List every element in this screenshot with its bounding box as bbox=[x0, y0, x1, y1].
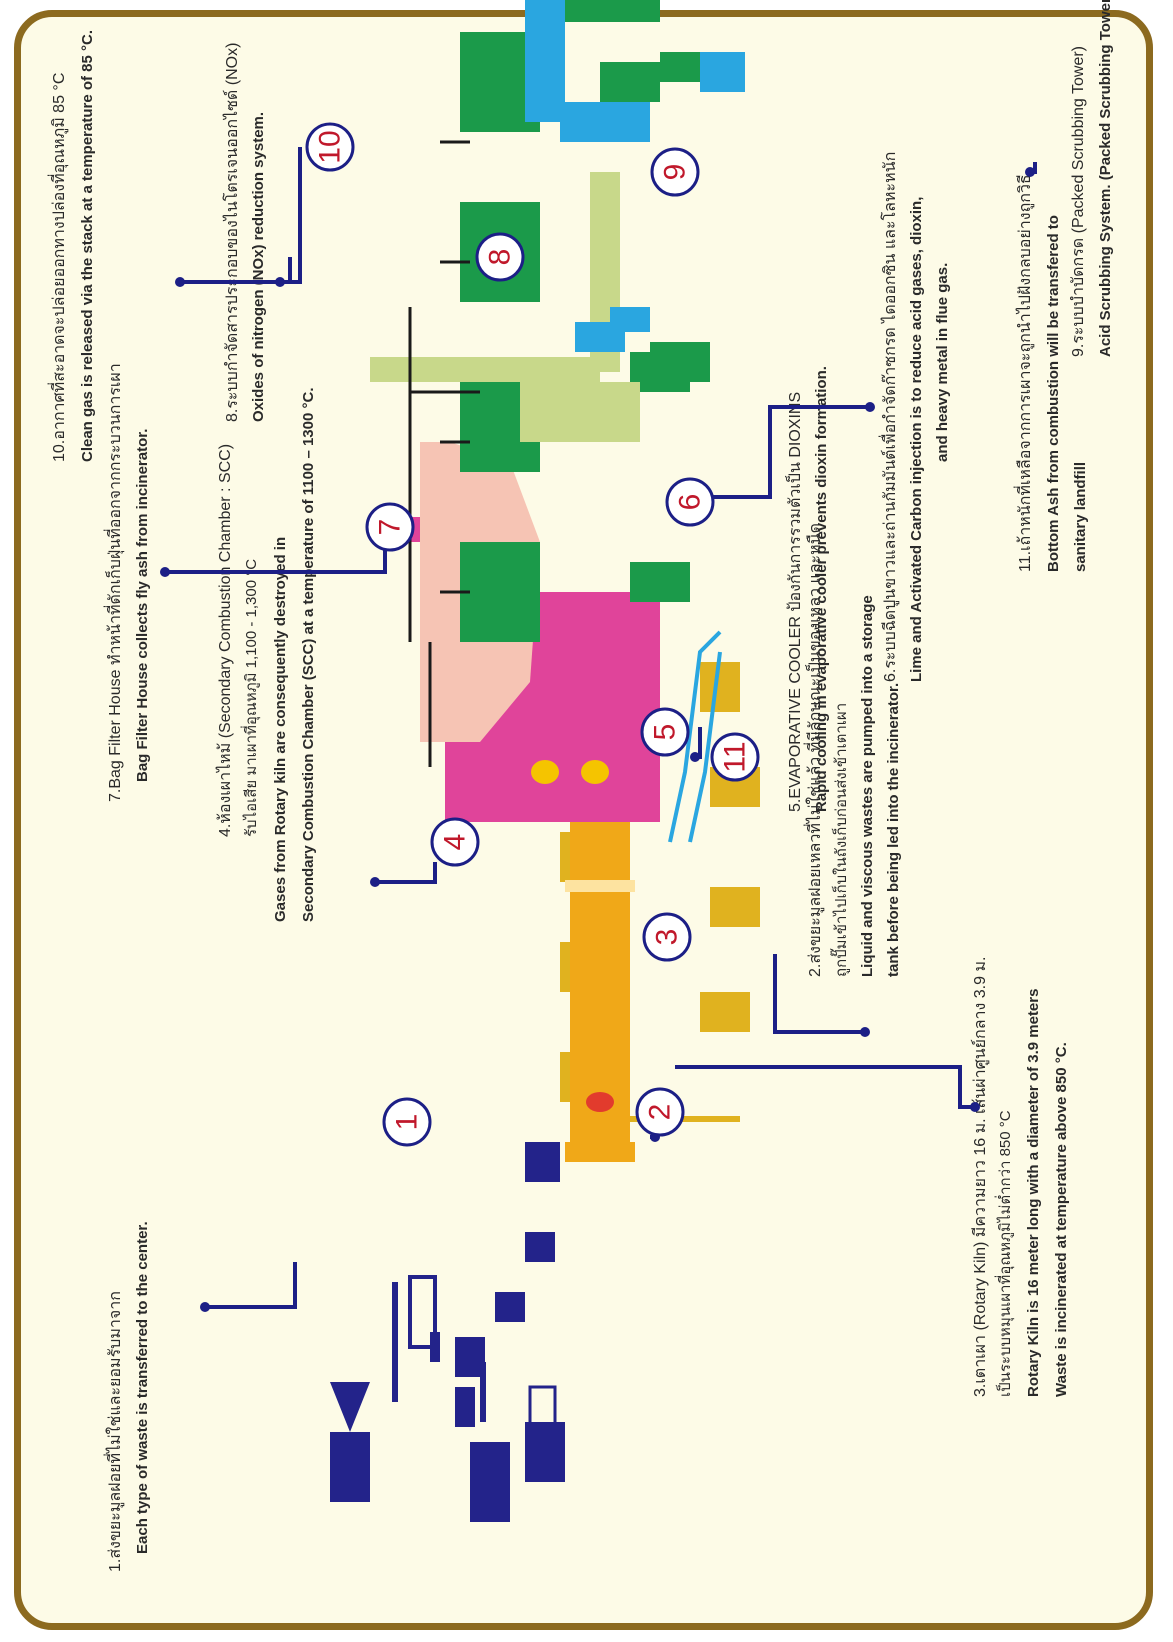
svg-text:Bag Filter House collects fly: Bag Filter House collects fly ash from i… bbox=[134, 429, 151, 782]
svg-text:and heavy metal in flue gas.: and heavy metal in flue gas. bbox=[934, 263, 951, 462]
step-11-marker: 11 bbox=[710, 732, 760, 782]
bag-filter-house bbox=[460, 0, 710, 642]
svg-text:7.Bag Filter House ทำหน้าที่ดั: 7.Bag Filter House ทำหน้าที่ดักเก็บฝุ่นท… bbox=[103, 363, 125, 802]
step-8-marker: 8 bbox=[475, 232, 525, 282]
scrubber-stack bbox=[525, 0, 745, 352]
svg-text:Rotary Kiln is 16 meter long w: Rotary Kiln is 16 meter long with a diam… bbox=[1025, 989, 1042, 1397]
step-9-marker: 9 bbox=[650, 147, 700, 197]
svg-text:6.ระบบฉีดปูนขาวและถ่านกัมมันต์: 6.ระบบฉีดปูนขาวและถ่านกัมมันต์เพื่อกำจัด… bbox=[878, 152, 900, 682]
svg-text:Lime and Activated Carbon inje: Lime and Activated Carbon injection is t… bbox=[908, 197, 925, 682]
svg-text:9.ระบบบำบัดกรด (Packed Scrubbi: 9.ระบบบำบัดกรด (Packed Scrubbing Tower) bbox=[1070, 46, 1087, 357]
step-1-marker: 1 bbox=[382, 1097, 432, 1147]
svg-text:5: 5 bbox=[649, 724, 682, 741]
svg-text:4.ห้องเผาไหม้ (Secondary Combu: 4.ห้องเผาไหม้ (Secondary Combustion Cham… bbox=[215, 444, 234, 837]
step-5-marker: 5 bbox=[640, 707, 690, 757]
svg-text:Acid Scrubbing System. (Packed: Acid Scrubbing System. (Packed Scrubbing… bbox=[1097, 0, 1114, 357]
svg-text:10.อากาศที่สะอาดจะปล่อยออกทางป: 10.อากาศที่สะอาดจะปล่อยออกทางปล่องที่อุณ… bbox=[47, 73, 69, 462]
label-11: 11.เถ้าหนักที่เหลือจากการเผาจะถูกนำไปฝัง… bbox=[1013, 174, 1089, 572]
label-8: 8.ระบบกำจัดสารประกอบของไนโตรเจนออกไซด์ (… bbox=[222, 43, 267, 422]
label-5: 5.EVAPORATIVE COOLER ป้องกันการรวมตัวเป็… bbox=[784, 366, 830, 812]
svg-text:Liquid and viscous wastes are: Liquid and viscous wastes are pumped int… bbox=[859, 595, 876, 977]
svg-text:sanitary landfill: sanitary landfill bbox=[1072, 462, 1089, 572]
svg-text:3.เตาเผา (Rotary Kiln) มีความย: 3.เตาเผา (Rotary Kiln) มีความยาว 16 ม. เ… bbox=[970, 957, 990, 1397]
label-3: 3.เตาเผา (Rotary Kiln) มีความยาว 16 ม. เ… bbox=[970, 957, 1070, 1397]
step-6-marker: 6 bbox=[665, 477, 715, 527]
svg-text:10: 10 bbox=[314, 130, 347, 163]
svg-text:11: 11 bbox=[719, 741, 752, 772]
svg-text:รับไอเสีย มาเผาที่อุณหภูมิ 1,1: รับไอเสีย มาเผาที่อุณหภูมิ 1,100 - 1,300… bbox=[240, 559, 261, 837]
svg-text:ถูกปั๊มเข้าไปเก็บในถังเก็บก่อน: ถูกปั๊มเข้าไปเก็บในถังเก็บก่อนส่งเข้าเตา… bbox=[830, 703, 850, 977]
ash-conveyor bbox=[668, 630, 722, 843]
label-1: 1.ส่งขยะมูลฝอยที่ไม่ใช่และยอมรับมาจาก Ea… bbox=[103, 1221, 151, 1572]
step-4-marker: 4 bbox=[430, 817, 480, 867]
label-9: 9.ระบบบำบัดกรด (Packed Scrubbing Tower) … bbox=[1070, 0, 1114, 357]
svg-text:2: 2 bbox=[644, 1104, 677, 1121]
label-7: 7.Bag Filter House ทำหน้าที่ดักเก็บฝุ่นท… bbox=[103, 363, 151, 802]
svg-text:6: 6 bbox=[674, 494, 707, 511]
svg-text:tank before being led into the: tank before being led into the incinerat… bbox=[885, 683, 902, 977]
step-3-marker: 3 bbox=[642, 912, 692, 962]
svg-text:Secondary Combustion Chamber (: Secondary Combustion Chamber (SCC) at a … bbox=[300, 388, 317, 923]
svg-text:Rapid cooling in evaporative c: Rapid cooling in evaporative cooler prev… bbox=[813, 366, 830, 812]
svg-text:Bottom Ash from combustion wil: Bottom Ash from combustion will be trans… bbox=[1045, 215, 1062, 572]
svg-text:เป็นระบบหมุนเผาที่อุณหภูมิไม่ต: เป็นระบบหมุนเผาที่อุณหภูมิไม่ต่ำกว่า 850… bbox=[994, 1110, 1015, 1397]
svg-text:7: 7 bbox=[374, 519, 407, 536]
rotary-kiln bbox=[565, 812, 635, 1162]
label-6: 6.ระบบฉีดปูนขาวและถ่านกัมมันต์เพื่อกำจัด… bbox=[878, 152, 951, 682]
svg-text:Gases from Rotary kiln are con: Gases from Rotary kiln are consequently … bbox=[272, 537, 289, 922]
svg-text:4: 4 bbox=[439, 834, 472, 851]
svg-text:2.ส่งขยะมูลฝอยเหลวที่ไม่ใช่แล้: 2.ส่งขยะมูลฝอยเหลวที่ไม่ใช่แล้ว ที่มีลัก… bbox=[803, 523, 825, 977]
step-2-marker: 2 bbox=[635, 1087, 685, 1137]
svg-text:Waste is incinerated at temper: Waste is incinerated at temperature abov… bbox=[1053, 1042, 1070, 1397]
label-10: 10.อากาศที่สะอาดจะปล่อยออกทางปล่องที่อุณ… bbox=[47, 30, 96, 462]
svg-text:8: 8 bbox=[484, 249, 517, 266]
step-10-marker: 10 bbox=[305, 122, 355, 172]
svg-text:5.EVAPORATIVE COOLER ป้องกันกา: 5.EVAPORATIVE COOLER ป้องกันการรวมตัวเป็… bbox=[784, 392, 804, 812]
svg-text:Oxides of nitrogen (NOx) reduc: Oxides of nitrogen (NOx) reduction syste… bbox=[250, 112, 267, 422]
waste-receiving-equipment bbox=[330, 1142, 565, 1522]
svg-text:9: 9 bbox=[659, 164, 692, 181]
svg-text:Clean gas is released via the: Clean gas is released via the stack at a… bbox=[79, 30, 96, 462]
label-4: 4.ห้องเผาไหม้ (Secondary Combustion Cham… bbox=[215, 388, 317, 923]
svg-text:3: 3 bbox=[651, 929, 684, 946]
svg-text:1: 1 bbox=[391, 1114, 424, 1131]
svg-text:11.เถ้าหนักที่เหลือจากการเผาจะ: 11.เถ้าหนักที่เหลือจากการเผาจะถูกนำไปฝัง… bbox=[1013, 174, 1035, 572]
svg-text:8.ระบบกำจัดสารประกอบของไนโตรเจ: 8.ระบบกำจัดสารประกอบของไนโตรเจนออกไซด์ (… bbox=[222, 43, 241, 422]
step-7-marker: 7 bbox=[365, 502, 415, 552]
svg-text:Each type of waste is transfer: Each type of waste is transferred to the… bbox=[134, 1221, 151, 1554]
svg-text:1.ส่งขยะมูลฝอยที่ไม่ใช่และยอมร: 1.ส่งขยะมูลฝอยที่ไม่ใช่และยอมรับมาจาก bbox=[103, 1291, 125, 1572]
label-2: 2.ส่งขยะมูลฝอยเหลวที่ไม่ใช่แล้ว ที่มีลัก… bbox=[803, 523, 902, 977]
flue-gas-flow-lines bbox=[408, 140, 480, 767]
